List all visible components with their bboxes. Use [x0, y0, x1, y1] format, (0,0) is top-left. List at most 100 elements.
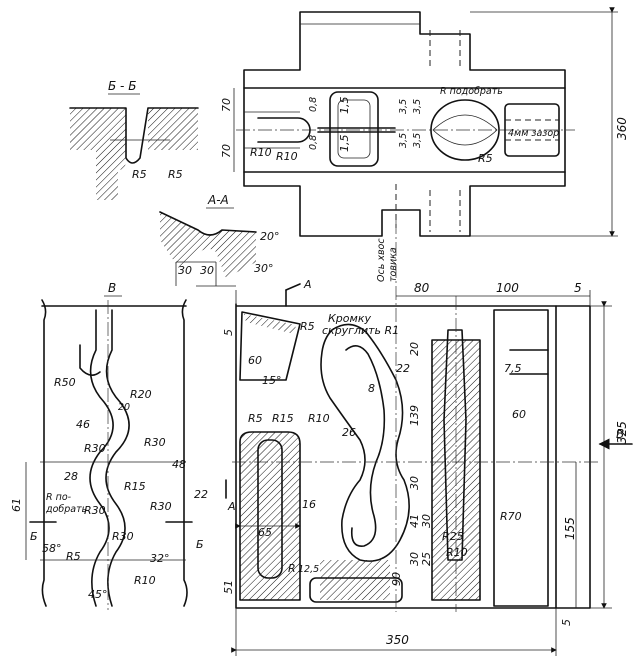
cut-a-top: А — [303, 278, 312, 291]
v-d22: 22 — [194, 488, 208, 501]
dim-3-5-b: 3,5 — [412, 99, 423, 114]
dim-26: 26 — [342, 426, 356, 439]
dim-41: 41 — [408, 514, 421, 528]
v-r30-b: R30 — [144, 436, 166, 449]
v-r30-c: R30 — [84, 504, 106, 517]
view-v-title: В — [108, 281, 116, 295]
aa-angle-30: 30° — [254, 262, 274, 275]
v-d46: 46 — [76, 418, 90, 431]
wave-left — [89, 309, 114, 607]
v-r5: R5 — [66, 550, 81, 563]
main-r10-b: R10 — [446, 546, 468, 559]
dim-16: 16 — [302, 498, 316, 511]
dim-139: 139 — [408, 405, 421, 426]
v-r-fit-1: R по- — [46, 492, 72, 503]
v-r30-a: R30 — [84, 442, 106, 455]
v-d48: 48 — [172, 458, 186, 471]
aa-dim-30-b: 30 — [200, 264, 214, 277]
dim-65: 65 — [258, 526, 272, 539]
pocket-1 — [329, 91, 379, 167]
wave-right — [105, 309, 130, 607]
section-bb: Б - Б R5 R5 — [69, 79, 199, 200]
dim-0-8-lower: 0,8 — [308, 135, 319, 150]
main-r15: R15 — [272, 412, 294, 425]
angle-15: 15° — [262, 374, 282, 387]
bb-r5-b: R5 — [168, 168, 183, 181]
dim-30-lower: 30 — [408, 552, 421, 566]
r5-label-top: R5 — [478, 152, 493, 165]
dim-30-mid: 30 — [420, 514, 433, 528]
dim-80: 80 — [414, 281, 430, 295]
section-bb-title: Б - Б — [108, 79, 136, 93]
dim-1-5-upper: 1,5 — [338, 97, 351, 115]
dim-0-8-upper: 0,8 — [308, 97, 319, 112]
dim-3-5-c: 3,5 — [398, 133, 409, 148]
v-r10: R10 — [134, 574, 156, 587]
v-a32: 32° — [150, 552, 170, 565]
dim-20: 20 — [408, 342, 421, 356]
bb-r5-a: R5 — [132, 168, 147, 181]
v-d20: 20 — [118, 402, 130, 413]
section-aa: А-А 20° 30° 30 30 — [159, 193, 280, 287]
dim-70-lower: 70 — [220, 144, 233, 158]
dim-1-5-lower: 1,5 — [338, 135, 351, 153]
top-view-outline — [243, 11, 566, 237]
main-r70: R70 — [500, 510, 522, 523]
r10-label-b: R10 — [276, 150, 298, 163]
dim-30-upper: 30 — [408, 476, 421, 490]
edge-note-2: скруглить R1 — [322, 324, 399, 337]
main-r5: R5 — [300, 320, 315, 333]
v-d61: 61 — [10, 498, 23, 512]
cut-a-left: А — [227, 500, 236, 513]
dim-51: 51 — [222, 580, 235, 594]
v-a45: 45° — [88, 588, 108, 601]
v-d28: 28 — [64, 470, 78, 483]
dim-5-bottom-right: 5 — [560, 619, 573, 626]
main-r5-b: R5 — [248, 412, 263, 425]
v-r20: R20 — [130, 388, 152, 401]
axis-note-2: товика — [388, 247, 399, 282]
dim-7-5: 7,5 — [504, 362, 522, 375]
main-r10: R10 — [308, 412, 330, 425]
v-r50: R50 — [54, 376, 76, 389]
left-block — [240, 432, 300, 600]
v-r-fit-2: добрать — [45, 504, 87, 515]
r10-label-a: R10 — [250, 146, 272, 159]
dim-100: 100 — [496, 281, 519, 295]
gap-note: 4мм зазор — [508, 128, 559, 139]
aa-dim-30-a: 30 — [178, 264, 192, 277]
r-fit-note: R подобрать — [440, 86, 503, 97]
dim-60-top: 60 — [248, 354, 262, 367]
aa-angle-20: 20° — [260, 230, 280, 243]
dim-3-5-a: 3,5 — [398, 99, 409, 114]
cut-b-left: Б — [30, 530, 38, 543]
v-r15: R15 — [124, 480, 146, 493]
dim-60-right: 60 — [512, 408, 526, 421]
axis-note-1: Ось хвос — [376, 238, 387, 282]
dim-155: 155 — [563, 517, 577, 540]
arrow-v-label: В — [616, 427, 624, 441]
top-view: 360 70 70 0,8 0,8 1,5 1,5 3,5 3,5 3,5 3,… — [220, 7, 629, 282]
dim-90: 90 — [390, 572, 403, 586]
v-a58: 58° — [42, 542, 62, 555]
dim-12-5: 12,5 — [298, 564, 319, 575]
dim-70-upper: 70 — [220, 98, 233, 112]
lens-pocket — [430, 99, 500, 161]
edge-note-1: Кромку — [328, 312, 371, 325]
dim-5-top-right: 5 — [574, 281, 582, 295]
dim-25: 25 — [420, 552, 433, 566]
cut-b-right: Б — [196, 538, 204, 551]
dim-22: 22 — [396, 362, 410, 375]
main-r: R — [288, 562, 296, 575]
dim-360: 360 — [615, 117, 629, 140]
dim-325: 325 — [615, 421, 629, 444]
dim-8: 8 — [368, 382, 375, 395]
v-r30-e: R30 — [112, 530, 134, 543]
dim-350: 350 — [386, 633, 409, 647]
section-aa-title: А-А — [207, 193, 229, 207]
main-view: А А 80 100 5 325 — [222, 220, 633, 656]
view-v: В Б Б R50 R20 20 46 R30 R30 28 R15 48 22… — [10, 281, 208, 610]
v-r30-d: R30 — [150, 500, 172, 513]
dim-3-5-d: 3,5 — [412, 133, 423, 148]
